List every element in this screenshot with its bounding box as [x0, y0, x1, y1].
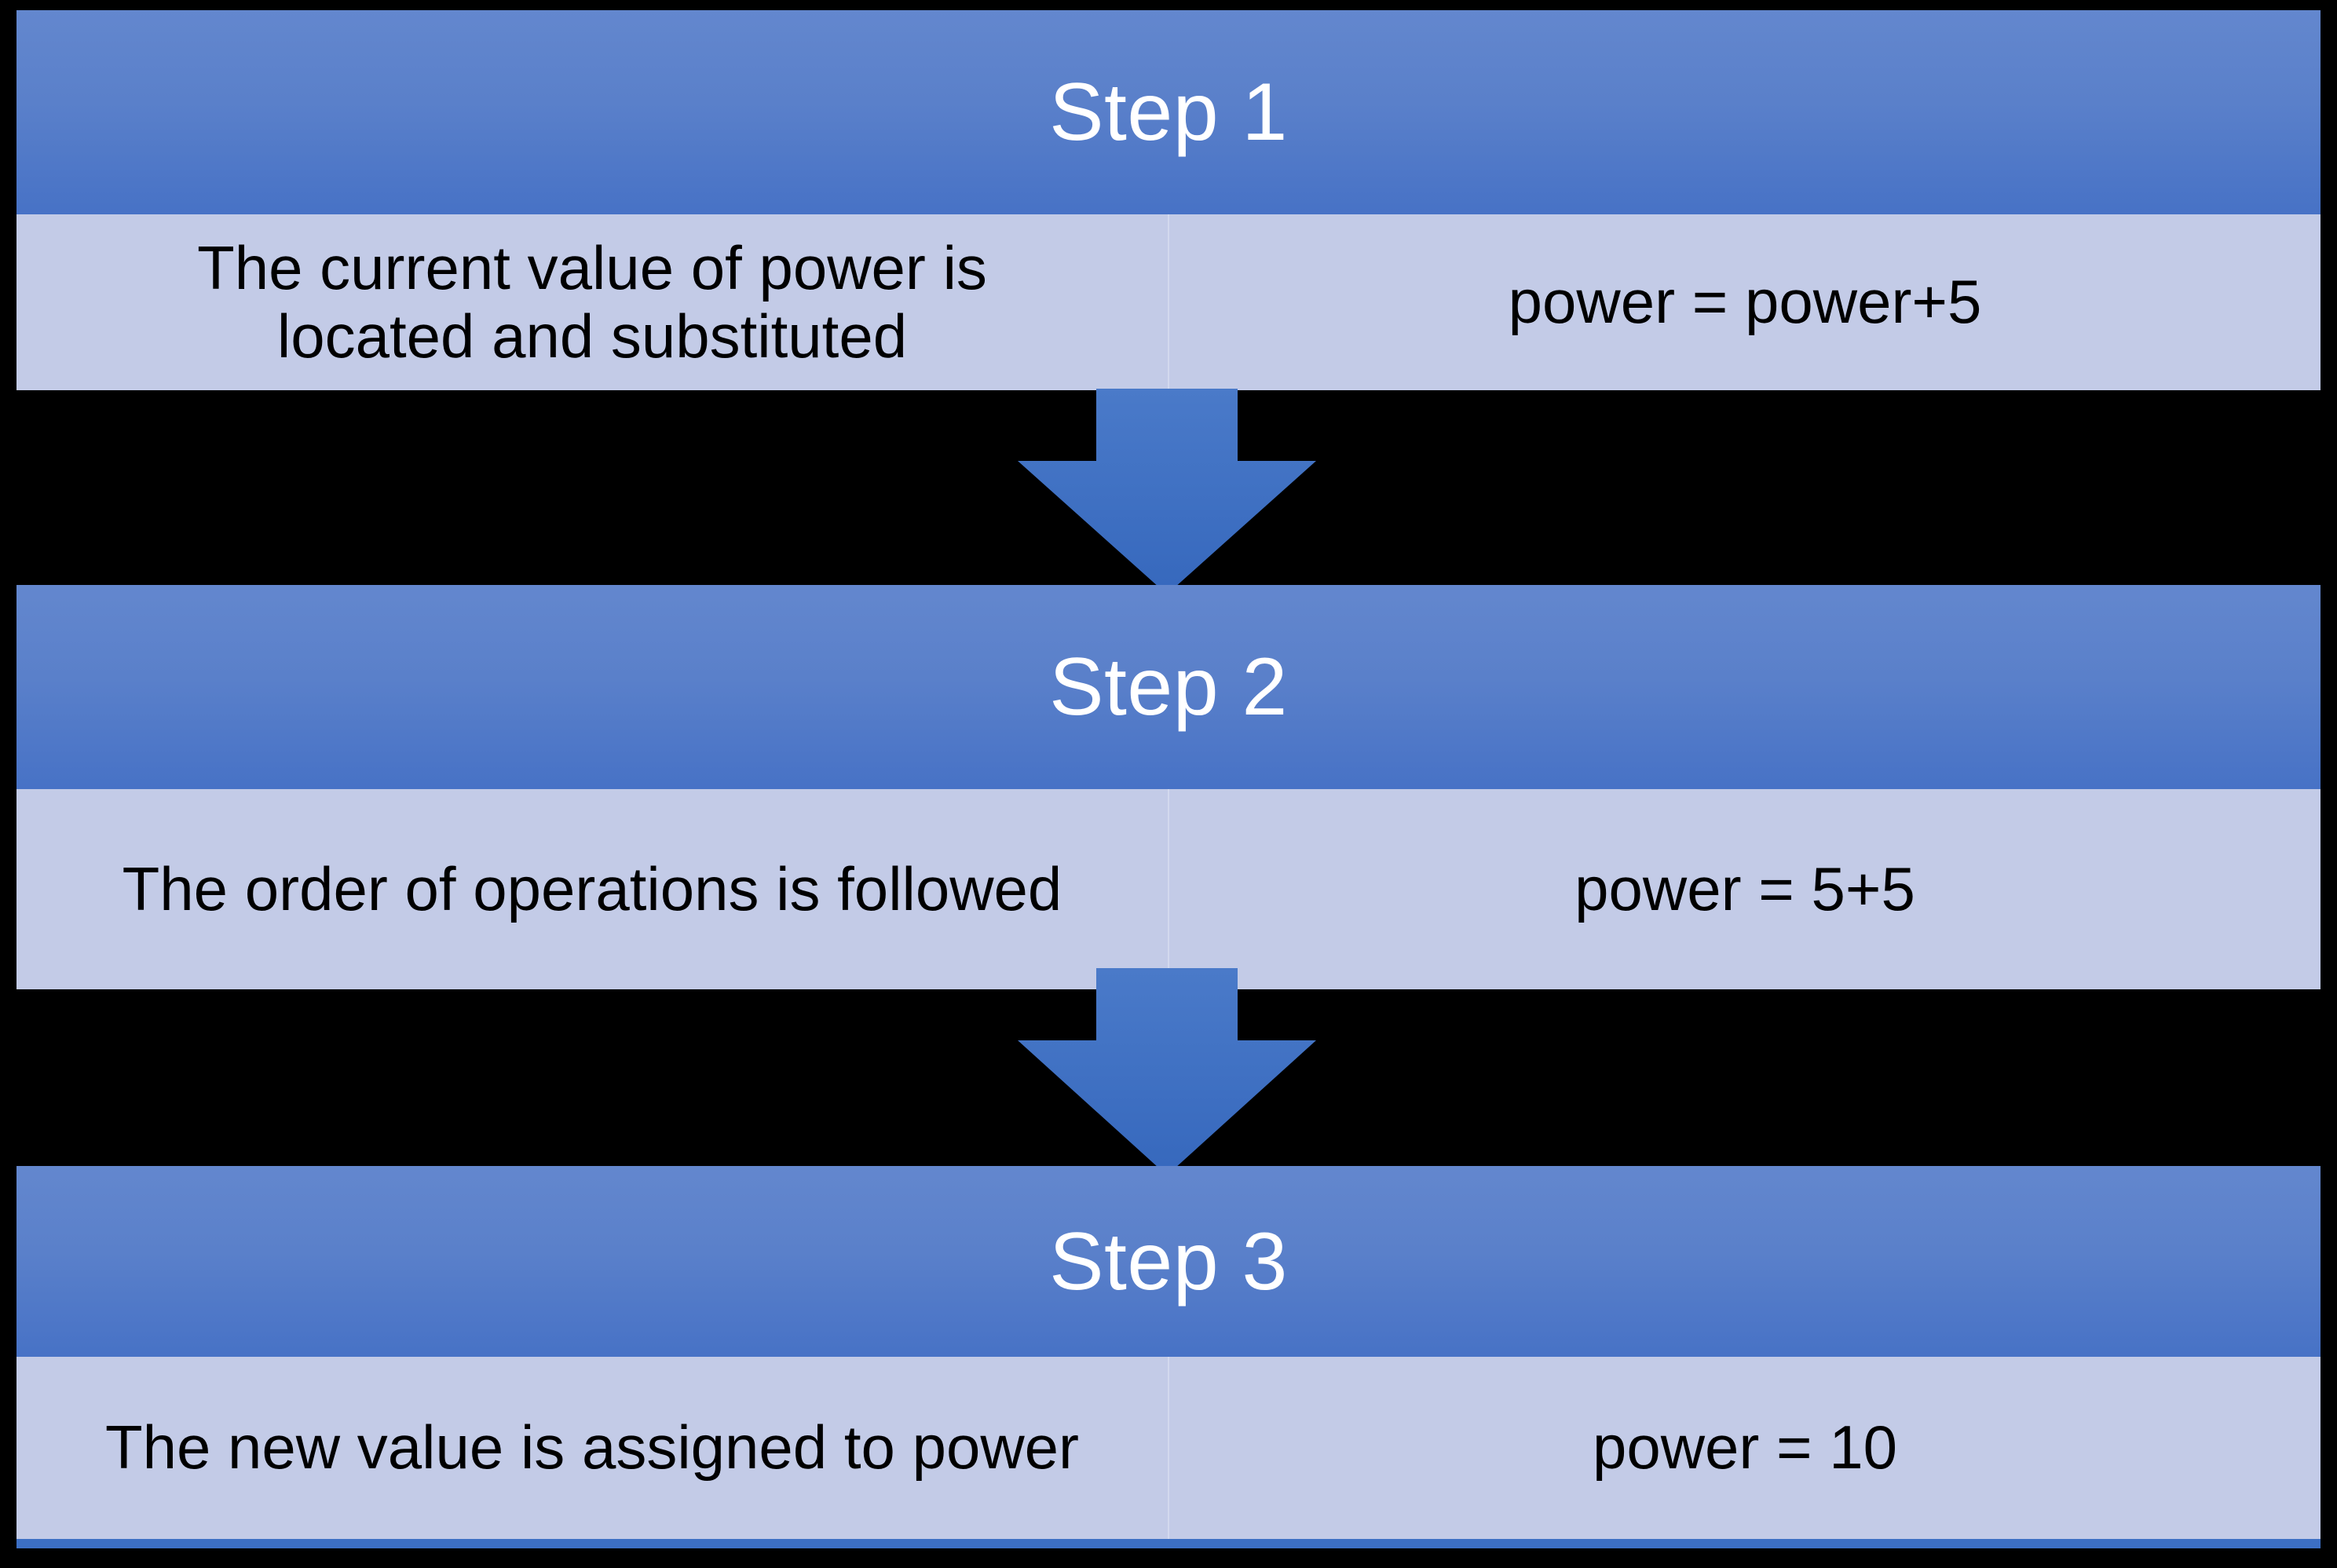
step-description-2: The order of operations is followed: [122, 853, 1062, 923]
cell-divider-2: [1168, 789, 1169, 989]
step-expression-cell-2: power = 5+5: [1169, 789, 2321, 989]
arrow-step1-to-step2: [1018, 389, 1316, 594]
step-expression-cell-1: power = power+5: [1169, 214, 2321, 390]
step-card-2: Step 2 The order of operations is follow…: [16, 585, 2321, 989]
step-title-3: Step 3: [1049, 1215, 1288, 1307]
step-title-1: Step 1: [1049, 67, 1288, 158]
step-card-3: Step 3 The new value is assigned to powe…: [16, 1166, 2321, 1539]
arrow-step2-to-step3: [1018, 968, 1316, 1175]
step-expression-3: power = 10: [1592, 1413, 1898, 1482]
step-description-cell-3: The new value is assigned to power: [16, 1357, 1168, 1539]
step-description-cell-2: The order of operations is followed: [16, 789, 1168, 989]
step-card-1: Step 1 The current value of power is loc…: [16, 10, 2321, 390]
step-expression-cell-3: power = 10: [1169, 1357, 2321, 1539]
step-header-1: Step 1: [16, 10, 2321, 214]
step-expression-1: power = power+5: [1508, 267, 1982, 337]
step-description-3: The new value is assigned to power: [104, 1413, 1080, 1482]
step-expression-2: power = 5+5: [1574, 853, 1915, 923]
step-header-3: Step 3: [16, 1166, 2321, 1357]
step-body-1: The current value of power is located an…: [16, 214, 2321, 390]
step-description-cell-1: The current value of power is located an…: [16, 214, 1168, 390]
bottom-blue-sliver: [16, 1539, 2321, 1548]
step-body-2: The order of operations is followed powe…: [16, 789, 2321, 989]
step-header-2: Step 2: [16, 585, 2321, 789]
step-body-3: The new value is assigned to power power…: [16, 1357, 2321, 1539]
step-description-1: The current value of power is located an…: [197, 232, 987, 371]
cell-divider-3: [1168, 1357, 1169, 1539]
step-title-2: Step 2: [1049, 641, 1288, 733]
cell-divider-1: [1168, 214, 1169, 390]
